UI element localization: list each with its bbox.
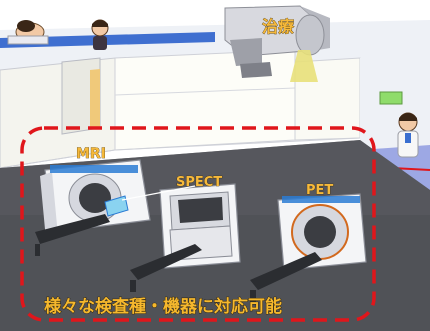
treatment-label: 治療 — [262, 17, 295, 36]
spect-pointer — [121, 185, 196, 201]
caption: 様々な検査種・機器に対応可能 — [44, 296, 282, 317]
spect-label: SPECT — [176, 175, 222, 190]
linac-machine — [224, 5, 330, 82]
mri-label: MRI — [76, 146, 106, 162]
mri-scanner — [35, 159, 151, 256]
doctor-icon — [397, 112, 419, 158]
pet-scanner — [250, 193, 367, 302]
exit-sign-icon — [379, 91, 403, 105]
person-icon — [7, 20, 49, 45]
doctor-icon — [91, 19, 109, 50]
treatment-beam — [290, 50, 318, 82]
pet-label: PET — [306, 183, 333, 198]
highlight-frame — [20, 126, 376, 322]
spect-scanner — [130, 183, 241, 292]
